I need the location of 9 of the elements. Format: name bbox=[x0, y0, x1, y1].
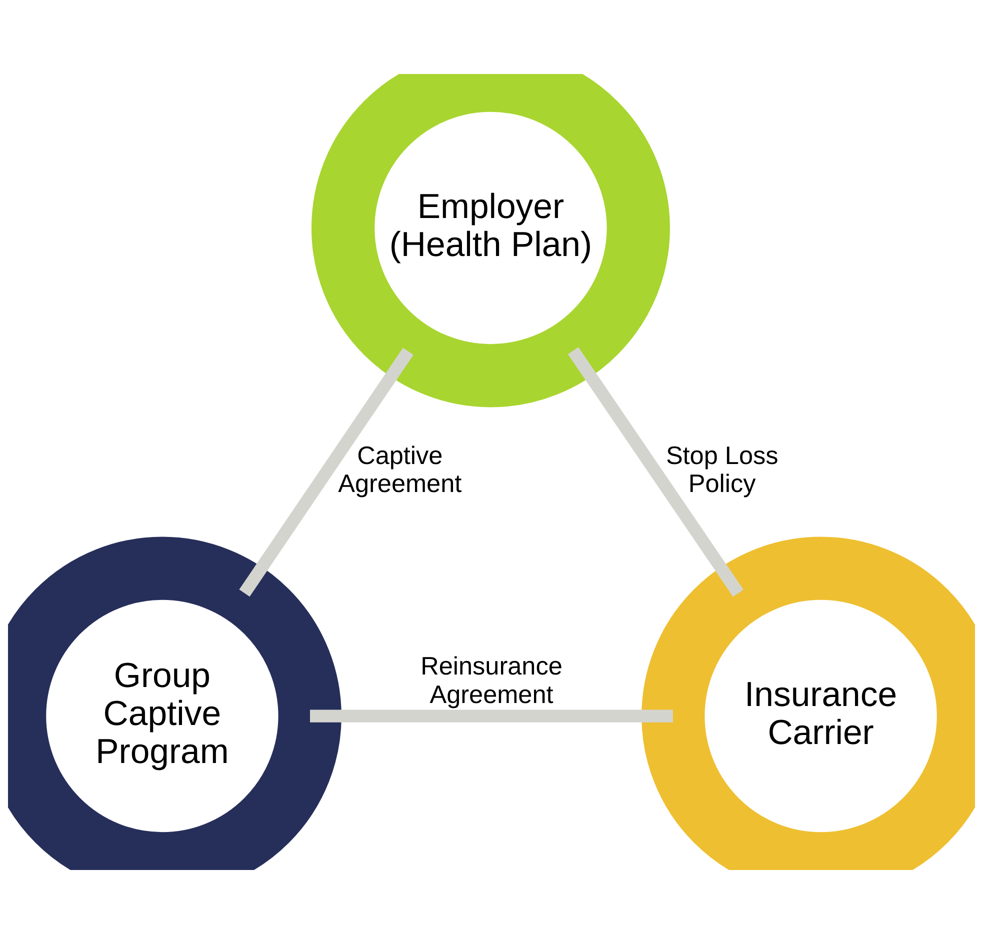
connector bbox=[568, 347, 744, 597]
edge-label: Reinsurance Agreement bbox=[420, 652, 562, 710]
node-circle: Insurance Carrier bbox=[642, 536, 975, 870]
edge-label: Stop Loss Policy bbox=[666, 442, 778, 498]
connector bbox=[310, 710, 673, 722]
node-circle: Employer (Health Plan) bbox=[311, 74, 670, 408]
connector bbox=[239, 348, 414, 597]
node-circle: Group Captive Program bbox=[8, 536, 342, 870]
edge-label: Captive Agreement bbox=[338, 442, 462, 498]
